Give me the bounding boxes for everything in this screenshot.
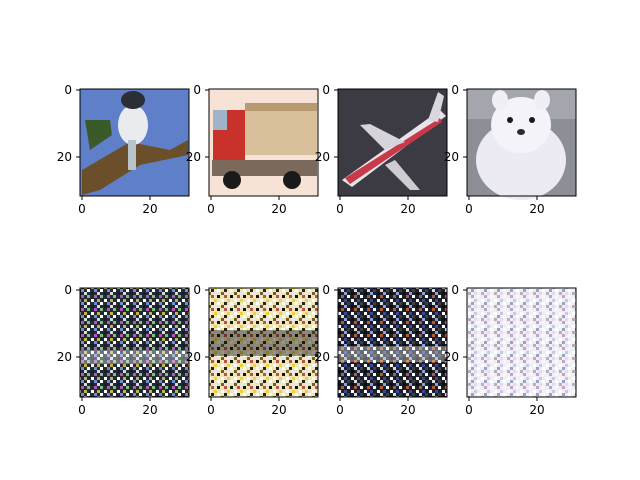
x-tick-label-20: 20 (271, 403, 286, 417)
panel-truck (208, 88, 319, 197)
x-tick-label-0: 0 (465, 403, 473, 417)
x-axis-ticks-bottom-row: 0 20 0 20 0 20 0 20 (78, 397, 545, 417)
y-tick-label-0: 0 (322, 83, 330, 97)
y-axis-ticks-top-row: 0 20 0 20 0 20 0 20 (57, 83, 467, 164)
y-tick-label-0: 0 (451, 83, 459, 97)
x-tick-label-20: 20 (400, 202, 415, 216)
y-tick-label-20: 20 (315, 150, 330, 164)
x-tick-label-0: 0 (78, 403, 86, 417)
y-tick-label-20: 20 (57, 350, 72, 364)
x-tick-label-0: 0 (207, 202, 215, 216)
panel-bird (79, 88, 190, 197)
x-tick-label-0: 0 (207, 403, 215, 417)
x-tick-label-20: 20 (271, 202, 286, 216)
panel-reconstruction-2 (208, 287, 319, 398)
y-tick-label-0: 0 (64, 83, 72, 97)
x-tick-label-0: 0 (336, 202, 344, 216)
y-tick-label-20: 20 (57, 150, 72, 164)
y-tick-label-20: 20 (186, 350, 201, 364)
y-axis-ticks-bottom-row: 0 20 0 20 0 20 0 20 (57, 283, 467, 364)
x-tick-label-20: 20 (400, 403, 415, 417)
panel-reconstruction-1 (79, 287, 190, 398)
y-tick-label-0: 0 (193, 83, 201, 97)
x-tick-label-0: 0 (336, 403, 344, 417)
y-tick-label-20: 20 (315, 350, 330, 364)
x-tick-label-0: 0 (465, 202, 473, 216)
x-axis-ticks-top-row: 0 20 0 20 0 20 0 20 (78, 196, 545, 216)
y-tick-label-0: 0 (322, 283, 330, 297)
panel-reconstruction-3 (337, 287, 448, 398)
x-tick-label-0: 0 (78, 202, 86, 216)
x-tick-label-20: 20 (529, 403, 544, 417)
y-tick-label-0: 0 (193, 283, 201, 297)
y-tick-label-20: 20 (444, 150, 459, 164)
panel-airplane (337, 88, 448, 197)
panel-reconstruction-4 (466, 287, 577, 398)
x-tick-label-20: 20 (529, 202, 544, 216)
x-tick-label-20: 20 (142, 403, 157, 417)
y-tick-label-20: 20 (444, 350, 459, 364)
y-tick-label-20: 20 (186, 150, 201, 164)
panel-dog (466, 88, 577, 200)
x-tick-label-20: 20 (142, 202, 157, 216)
y-tick-label-0: 0 (451, 283, 459, 297)
y-tick-label-0: 0 (64, 283, 72, 297)
